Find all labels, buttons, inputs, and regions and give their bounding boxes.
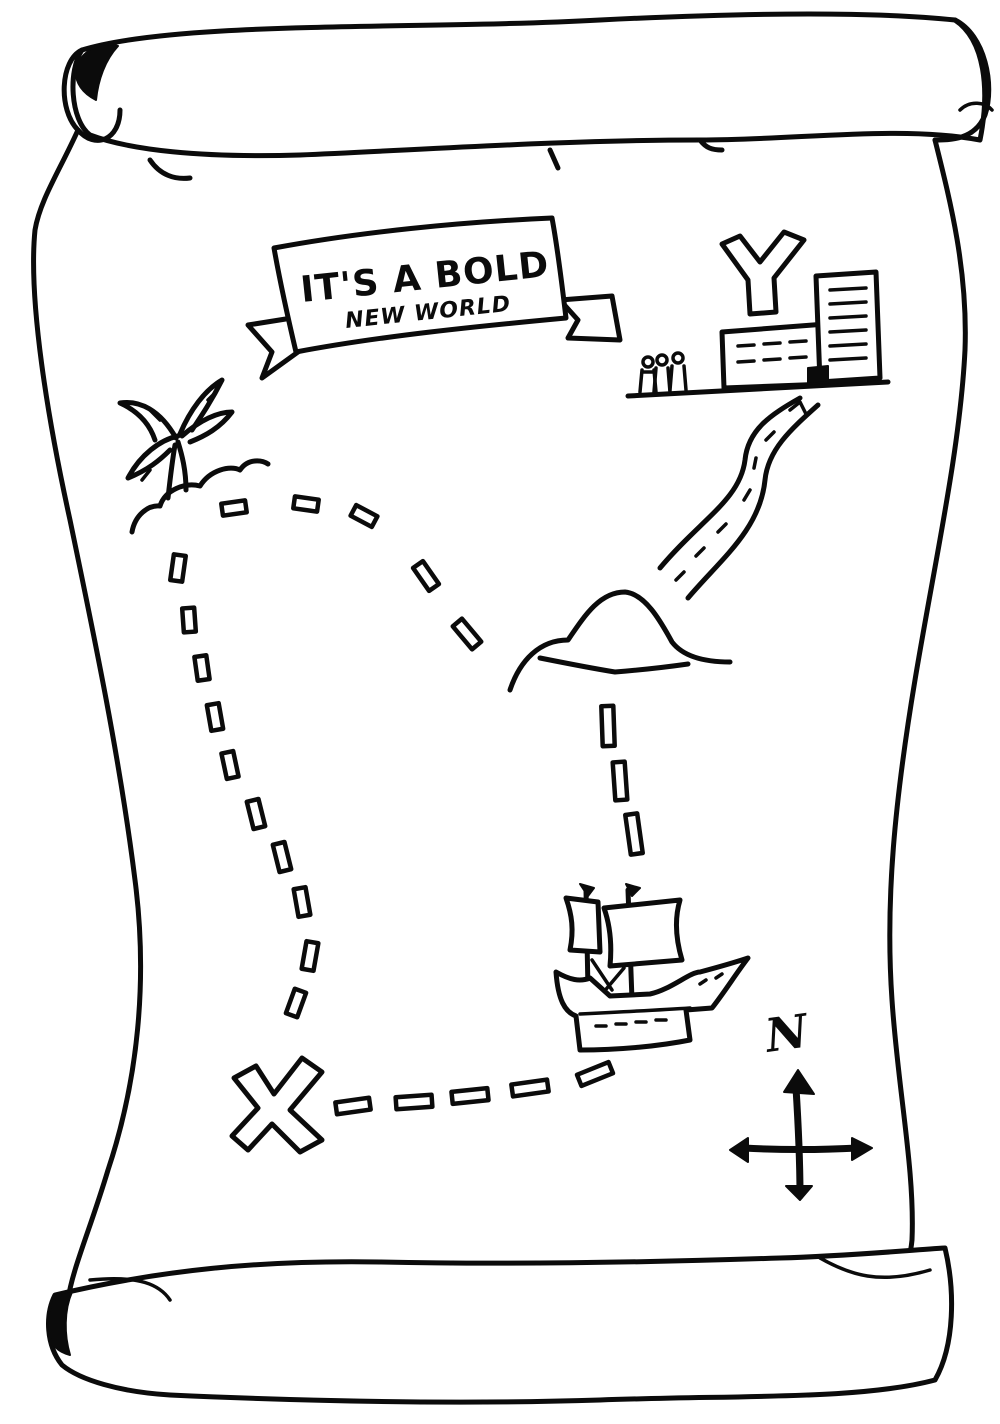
sail-left [563, 895, 603, 955]
route-dashes [167, 494, 645, 1117]
arrow-right-icon [851, 1137, 873, 1161]
city-destination [625, 229, 891, 399]
x-mark-treasure [229, 1055, 325, 1155]
arrow-down-icon [785, 1185, 813, 1201]
winding-road [657, 395, 821, 601]
y-sign [719, 229, 807, 317]
arrow-left-icon [729, 1137, 749, 1163]
arrow-up-icon [783, 1069, 815, 1095]
compass-rose: N [729, 1003, 873, 1201]
sailing-ship [553, 883, 751, 1053]
palm-tree-island [117, 377, 271, 535]
x-icon [229, 1055, 325, 1155]
people-icon [638, 351, 688, 394]
ship-hull [553, 955, 751, 1053]
compass-north-label: N [760, 1003, 813, 1063]
parchment-scroll [31, 11, 994, 1405]
hill-waypoint [507, 589, 733, 693]
title-banner: IT'S A BOLD NEW WORLD [245, 215, 623, 381]
tall-building [813, 269, 883, 385]
sail-right [601, 897, 685, 969]
